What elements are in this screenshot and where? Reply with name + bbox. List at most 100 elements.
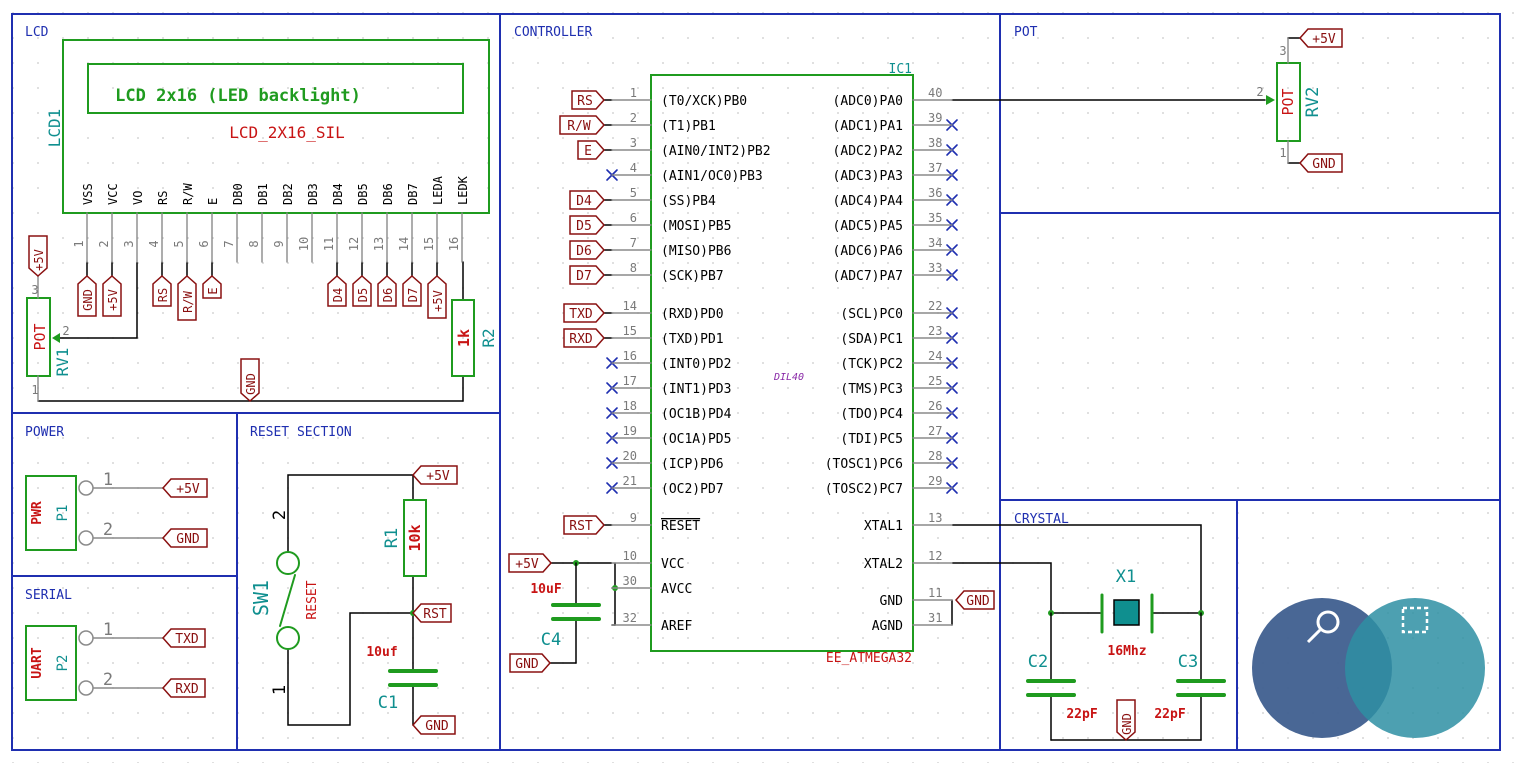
ic1-pin-name: (TDI)PC5 — [840, 432, 903, 447]
ic1-pin-name: XTAL1 — [864, 519, 903, 534]
lcd-pin-number: 3 — [122, 240, 136, 247]
ic1-pin-number: 24 — [928, 349, 942, 363]
net-label — [177, 274, 197, 321]
lcd-pin-number: 16 — [447, 237, 461, 251]
ic1-pin-number: 19 — [623, 424, 637, 438]
net-label — [569, 215, 606, 235]
ic1-pin-name: (TOSC2)PC7 — [825, 482, 903, 497]
net-label-text: GND — [244, 373, 258, 395]
ic1-pin-number: 25 — [928, 374, 942, 388]
net-label-text: +5V — [32, 249, 46, 271]
r2-value: 1k — [455, 329, 473, 347]
section-title-pot: POT — [1014, 25, 1038, 40]
ic1-pin-number: 35 — [928, 211, 942, 225]
ic1-pin-number: 16 — [623, 349, 637, 363]
lcd-pin-name: VCC — [106, 183, 120, 205]
rv2-wiper-arrow — [1266, 95, 1275, 105]
p2-pin2-num: 2 — [103, 670, 113, 690]
c4-ref: C4 — [541, 630, 561, 650]
lcd-pin-number: 9 — [272, 240, 286, 247]
net-label-text: D4 — [576, 194, 592, 209]
section-title-serial: SERIAL — [25, 588, 72, 603]
ic1-pin-number: 7 — [630, 236, 637, 250]
ic1-pin-name: (ADC6)PA6 — [833, 244, 903, 259]
outer-frame — [11, 13, 1501, 751]
ic1-pin-name: (RXD)PD0 — [661, 307, 724, 322]
net-label-text: R/W — [181, 290, 195, 312]
lcd-pin-number: 6 — [197, 240, 211, 247]
lcd-pin-name: DB0 — [231, 183, 245, 205]
ic1-pin-number: 20 — [623, 449, 637, 463]
net-label — [352, 274, 372, 307]
net-label-text: GND — [1312, 157, 1336, 172]
p1-pin2-pad — [78, 530, 94, 546]
p2-pin2-pad — [78, 680, 94, 696]
r2-ref: R2 — [479, 328, 498, 347]
x1-value: 16Mhz — [1107, 644, 1146, 659]
ic1-pin-number: 31 — [928, 611, 942, 625]
net-label-text: D4 — [331, 288, 345, 302]
net-label-text: GND — [176, 532, 200, 547]
ic1-pin-number: 21 — [623, 474, 637, 488]
net-label — [102, 274, 122, 317]
ic1-pin-number: 38 — [928, 136, 942, 150]
rv1-pin1-num: 1 — [31, 383, 38, 397]
net-label — [152, 274, 172, 307]
sw1-contact-top — [276, 551, 300, 575]
ic1-pin-name: AVCC — [661, 582, 692, 597]
sw1-pin-top: 2 — [270, 510, 290, 520]
r1-body — [403, 499, 427, 577]
ic1-pin-number: 18 — [623, 399, 637, 413]
net-label-text: +5V — [515, 557, 539, 572]
sw1-value: RESET — [305, 580, 320, 619]
lcd-pin-name: DB4 — [331, 183, 345, 205]
net-label — [559, 115, 606, 135]
ic1-pin-number: 30 — [623, 574, 637, 588]
net-label-text: TXD — [175, 632, 199, 647]
ic1-pin-name: RESET — [661, 519, 700, 534]
ic1-pin-name: GND — [880, 594, 904, 609]
p1-pin1-pad — [78, 480, 94, 496]
net-label — [569, 190, 606, 210]
rv2-value: POT — [1279, 88, 1297, 115]
ic1-value: EE_ATMEGA32 — [826, 651, 912, 666]
lcd-pin-number: 15 — [422, 237, 436, 251]
net-label — [77, 274, 97, 317]
lcd-pin-name: LEDA — [431, 175, 445, 205]
ic1-pin-name: (OC1A)PD5 — [661, 432, 731, 447]
net-label — [377, 274, 397, 307]
lcd-pin-name: E — [206, 198, 220, 205]
rv2-ref: RV2 — [1303, 87, 1323, 118]
net-label-text: D5 — [356, 288, 370, 302]
ic1-pin-name: AREF — [661, 619, 692, 634]
x1-ref: X1 — [1116, 567, 1136, 587]
ic1-pin-name: (AIN1/OC0)PB3 — [661, 169, 763, 184]
rv1-pin3-num: 3 — [31, 283, 38, 297]
ic1-pin-name: (ADC2)PA2 — [833, 144, 903, 159]
net-label — [411, 715, 456, 735]
p2-value: UART — [30, 647, 45, 678]
rv1-ref: RV1 — [53, 348, 72, 377]
net-label — [563, 515, 606, 535]
net-label-text: RXD — [569, 332, 593, 347]
ic1-pin-name: (T1)PB1 — [661, 119, 716, 134]
c1-value: 10uf — [366, 645, 397, 660]
lcd-screen-text: LCD 2x16 (LED backlight) — [115, 86, 361, 106]
sw1-top-wire — [287, 474, 413, 552]
net-label-text: D5 — [576, 219, 592, 234]
x1-crystal — [1113, 599, 1140, 626]
net-label-text: GND — [966, 594, 990, 609]
p2-pin1-num: 1 — [103, 620, 113, 640]
lcd-pin-number: 14 — [397, 237, 411, 251]
ic1-pin-number: 37 — [928, 161, 942, 175]
ic1-pin-number: 33 — [928, 261, 942, 275]
chip-icon — [1401, 606, 1429, 634]
net-label — [577, 140, 606, 160]
ic1-pin-number: 14 — [623, 299, 637, 313]
ic1-pin-number: 34 — [928, 236, 942, 250]
lcd-pin-number: 4 — [147, 240, 161, 247]
ic1-pin-name: (SDA)PC1 — [840, 332, 903, 347]
ic1-pin-number: 6 — [630, 211, 637, 225]
net-label-text: D7 — [406, 288, 420, 302]
